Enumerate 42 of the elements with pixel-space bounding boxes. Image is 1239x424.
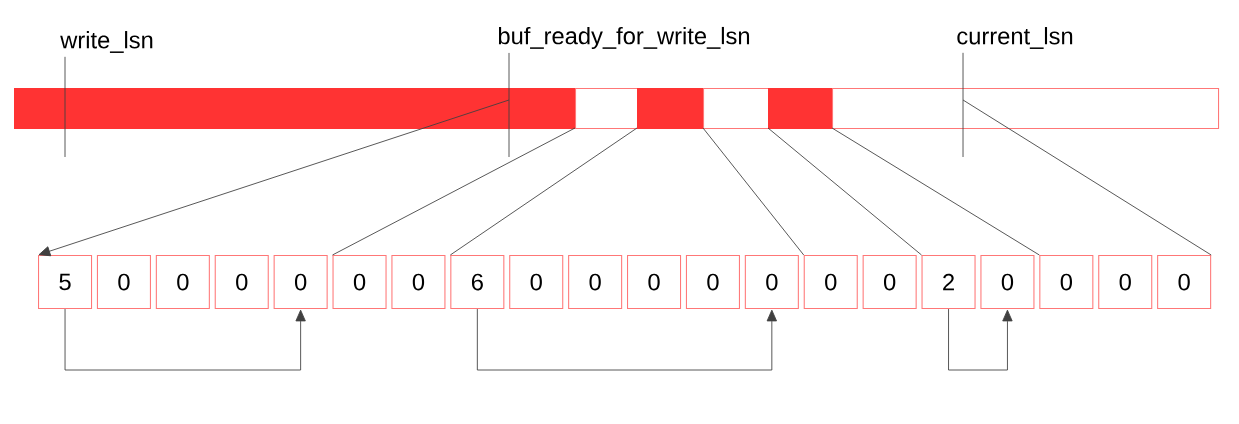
buffer-segment <box>637 88 705 130</box>
connector-line <box>962 99 1212 256</box>
digit-cell: 0 <box>1157 255 1212 310</box>
digit-cell: 0 <box>685 255 740 310</box>
digit-cell: 5 <box>38 255 93 310</box>
leader-line <box>508 52 510 158</box>
buffer-segment <box>14 88 577 130</box>
arrow <box>38 99 510 257</box>
digit-cell: 0 <box>214 255 269 310</box>
buffer-segment <box>703 88 770 130</box>
digit-cell: 0 <box>273 255 328 310</box>
buffer-segment <box>768 88 834 130</box>
link-arrow <box>64 308 306 371</box>
digit-cell: 0 <box>1039 255 1094 310</box>
pointer-label: write_lsn <box>60 31 153 53</box>
connector-line <box>702 127 805 256</box>
pointer-label: buf_ready_for_write_lsn <box>498 26 750 50</box>
digit-cell: 0 <box>155 255 210 310</box>
digit-cell: 0 <box>980 255 1035 310</box>
digit-cell: 0 <box>332 255 387 310</box>
digit-cell: 0 <box>627 255 682 310</box>
buffer-segment <box>832 88 1220 130</box>
digit-cell: 0 <box>96 255 151 310</box>
digit-cell: 0 <box>391 255 446 310</box>
digit-cell: 0 <box>803 255 858 310</box>
connector-line <box>767 127 922 256</box>
digit-cell: 0 <box>568 255 623 310</box>
digit-cell: 0 <box>862 255 917 310</box>
digit-cell: 0 <box>509 255 564 310</box>
digit-cell: 6 <box>450 255 505 310</box>
leader-line <box>64 56 66 158</box>
connector-line <box>831 127 1040 256</box>
digit-cell: 0 <box>1098 255 1153 310</box>
leader-line <box>962 52 964 158</box>
connector-line <box>449 127 638 256</box>
digit-cell: 2 <box>921 255 976 310</box>
pointer-label: current_lsn <box>957 27 1073 49</box>
buffer-segment <box>575 88 639 130</box>
link-arrow <box>948 308 1013 371</box>
digit-cell: 0 <box>744 255 799 310</box>
link-arrow <box>476 308 777 371</box>
connector-line <box>332 127 576 256</box>
